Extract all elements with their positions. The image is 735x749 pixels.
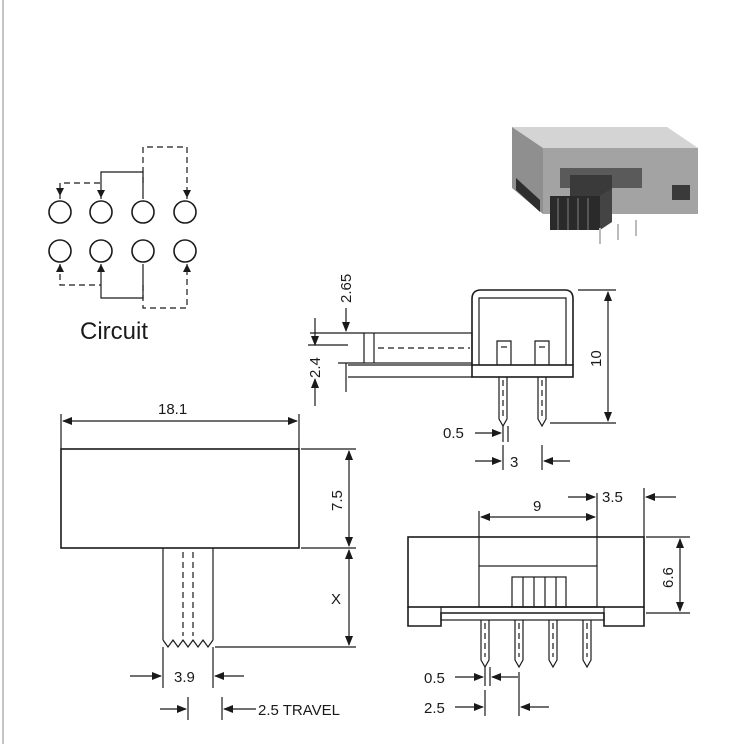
- dashed-link: [59, 264, 101, 286]
- pin-circle: [89, 200, 113, 224]
- arrow-head: [56, 264, 64, 272]
- dim-2-4: 2.4: [307, 357, 324, 378]
- side-view: 2.65 2.4 10 0.5 3: [307, 274, 616, 471]
- front-view: 9 3.5 6.6 0.5 2.5: [407, 488, 690, 717]
- arrow-head: [183, 190, 191, 198]
- product-photo: [512, 127, 698, 244]
- dashed-link: [142, 146, 188, 199]
- circuit-caption: Circuit: [80, 318, 148, 345]
- dim-x: X: [331, 591, 341, 608]
- dim-10: 10: [588, 350, 605, 367]
- dim-18-1: 18.1: [158, 401, 187, 418]
- dim-7-5: 7.5: [329, 490, 346, 511]
- pin-circle: [131, 239, 155, 263]
- solid-link: [100, 264, 144, 299]
- dashed-link: [142, 264, 188, 309]
- dim-2-5: 2.5: [424, 700, 445, 717]
- circuit-pins-top: [48, 200, 197, 224]
- circuit-diagram: Circuit: [48, 146, 197, 345]
- top-view: 18.1 7.5 X 3.9 2.5 TRAVEL: [60, 401, 356, 720]
- dim-2-65: 2.65: [338, 274, 355, 303]
- pin-circle: [131, 200, 155, 224]
- dim-3-5: 3.5: [602, 489, 623, 506]
- pin-circle: [48, 239, 72, 263]
- circuit-pins-bottom: [48, 239, 197, 263]
- solid-link: [100, 171, 144, 199]
- arrow-head: [97, 190, 105, 198]
- dim-0-5-front: 0.5: [424, 670, 445, 687]
- arrow-head: [97, 264, 105, 272]
- arrow-head: [56, 188, 64, 196]
- dim-9: 9: [533, 498, 541, 515]
- pin-circle: [173, 239, 197, 263]
- dashed-link: [59, 182, 101, 199]
- dim-6-6: 6.6: [660, 567, 677, 588]
- dim-3: 3: [510, 454, 518, 471]
- pin-circle: [173, 200, 197, 224]
- dim-3-9: 3.9: [174, 669, 195, 686]
- pin-circle: [48, 200, 72, 224]
- dim-travel: 2.5 TRAVEL: [258, 702, 340, 719]
- arrow-head: [183, 264, 191, 272]
- dim-0-5-side: 0.5: [443, 425, 464, 442]
- pin-circle: [89, 239, 113, 263]
